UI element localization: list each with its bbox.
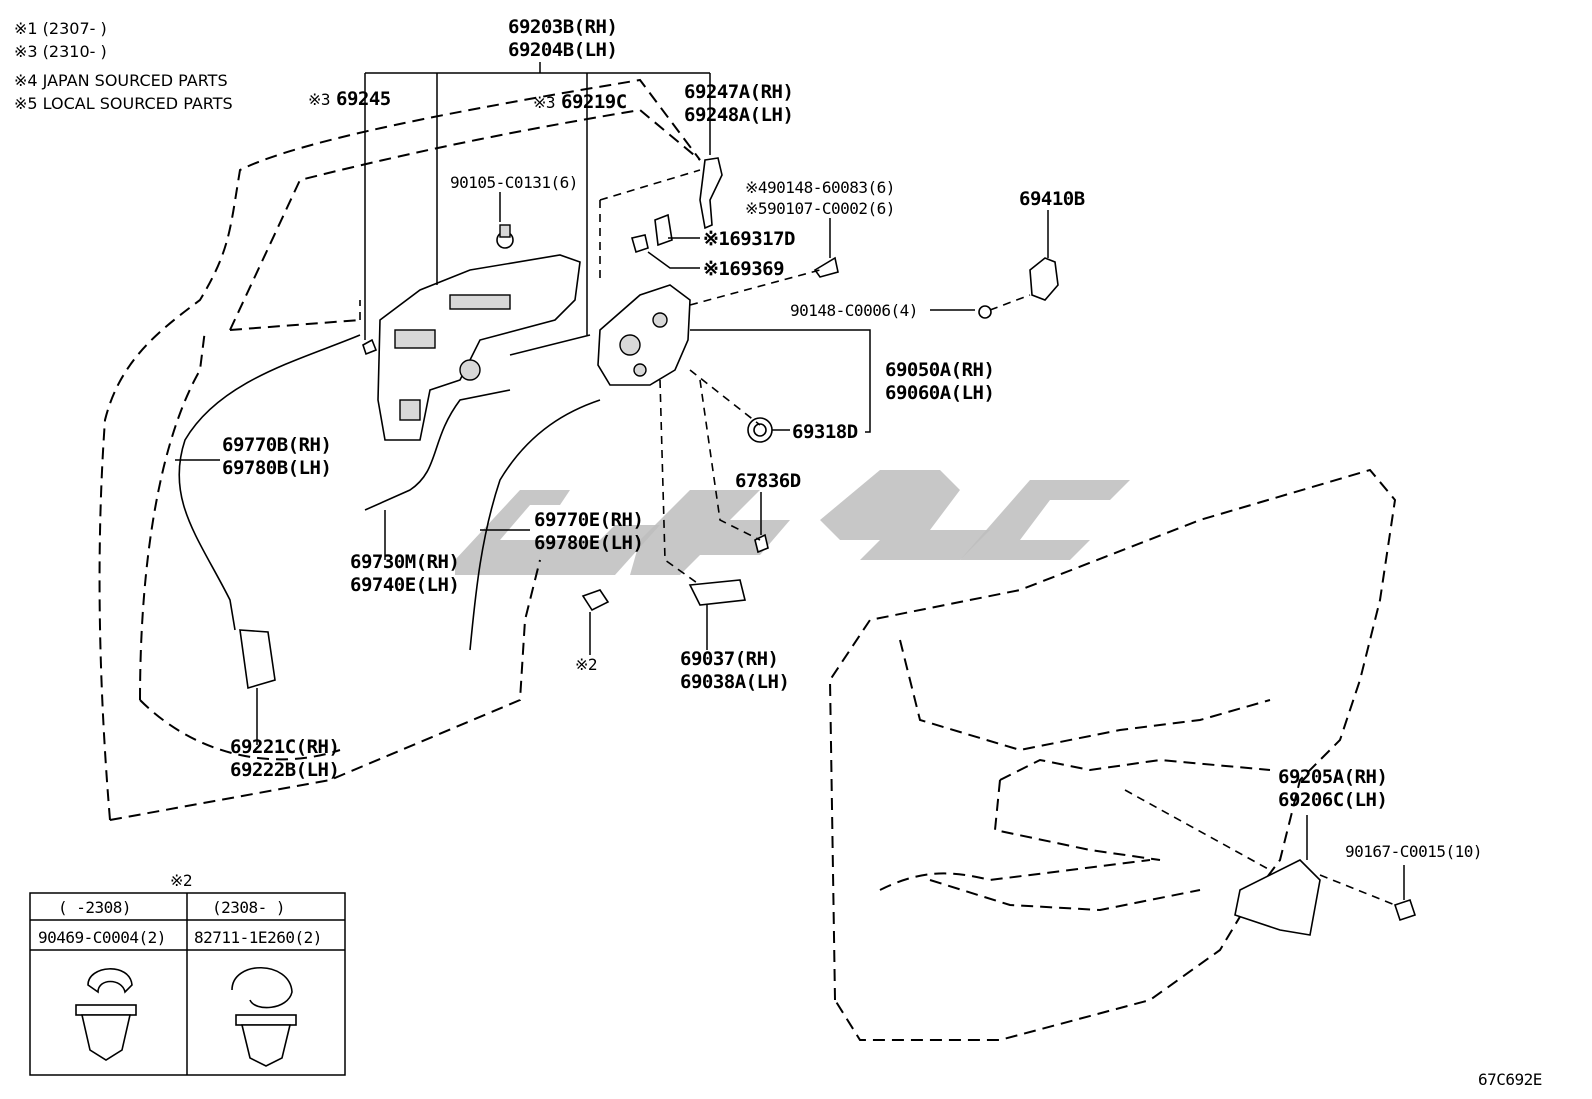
note-4: ※4 JAPAN SOURCED PARTS xyxy=(14,71,228,90)
label-90105: 90105-C0131(6) xyxy=(450,173,578,192)
label-69206C: 69206C(LH) xyxy=(1278,789,1387,811)
clip-col2-header: (2308- ) xyxy=(212,898,285,917)
mark-69219C: ※3 xyxy=(533,93,555,112)
clip-1-icon xyxy=(75,968,137,1061)
label-69770E: 69770E(RH) xyxy=(534,509,643,531)
label-69248A: 69248A(LH) xyxy=(684,104,793,126)
label-69317D: ※169317D xyxy=(703,228,795,250)
small-parts xyxy=(239,157,1417,936)
notes-block: ※1 (2307- ) ※3 (2310- ) ※4 JAPAN SOURCED… xyxy=(14,19,233,113)
label-69780B: 69780B(LH) xyxy=(222,457,331,479)
label-69318D: 69318D xyxy=(792,421,858,443)
label-90107: ※590107-C0002(6) xyxy=(745,199,895,218)
clip-col1-part: 90469-C0004(2) xyxy=(38,928,166,947)
clip-table: ※2 ( -2308) (2308- ) 90469-C0004(2) 8271… xyxy=(29,871,346,1076)
label-69205A: 69205A(RH) xyxy=(1278,766,1387,788)
front-door-outline xyxy=(98,78,701,821)
watermark-logo xyxy=(455,470,1130,575)
door-frame-module xyxy=(377,254,581,441)
mark-69245: ※3 xyxy=(308,90,330,109)
label-90148-C0006: 90148-C0006(4) xyxy=(790,301,918,320)
label-69060A: 69060A(LH) xyxy=(885,382,994,404)
label-69050A: 69050A(RH) xyxy=(885,359,994,381)
note-3: ※3 (2310- ) xyxy=(14,42,107,61)
clip-2-icon xyxy=(231,967,297,1067)
label-69780E: 69780E(LH) xyxy=(534,532,643,554)
label-69770B: 69770B(RH) xyxy=(222,434,331,456)
label-90167: 90167-C0015(10) xyxy=(1345,842,1482,861)
label-69247A: 69247A(RH) xyxy=(684,81,793,103)
clip-col2-part: 82711-1E260(2) xyxy=(194,928,322,947)
cables xyxy=(178,334,601,651)
clip-col1-header: ( -2308) xyxy=(58,898,131,917)
label-67836D: 67836D xyxy=(735,470,801,492)
leader-lines xyxy=(175,62,1405,900)
label-69410B: 69410B xyxy=(1019,188,1085,210)
label-69204B: 69204B(LH) xyxy=(508,39,617,61)
label-69219C: 69219C xyxy=(561,91,627,113)
label-69730M: 69730M(RH) xyxy=(350,551,459,573)
label-69038A: 69038A(LH) xyxy=(680,671,789,693)
part-labels: 69203B(RH) 69204B(LH) ※3 69245 ※3 69219C… xyxy=(222,16,1483,861)
note-5: ※5 LOCAL SOURCED PARTS xyxy=(14,94,233,113)
label-69037: 69037(RH) xyxy=(680,648,778,670)
clip-table-title: ※2 xyxy=(170,871,192,890)
label-90148-60083: ※490148-60083(6) xyxy=(745,178,895,197)
label-69203B: 69203B(RH) xyxy=(508,16,617,38)
connection-dashes xyxy=(659,269,1396,906)
label-69245: 69245 xyxy=(336,88,391,110)
label-69222B: 69222B(LH) xyxy=(230,759,339,781)
footer-code: 67C692E xyxy=(1478,1070,1542,1089)
rear-door-trim-outline xyxy=(828,468,1397,1041)
label-69369: ※169369 xyxy=(703,258,784,280)
label-69740E: 69740E(LH) xyxy=(350,574,459,596)
label-69221C: 69221C(RH) xyxy=(230,736,339,758)
label-mark-2: ※2 xyxy=(575,655,597,674)
note-1: ※1 (2307- ) xyxy=(14,19,107,38)
door-lock-assembly xyxy=(597,284,691,386)
